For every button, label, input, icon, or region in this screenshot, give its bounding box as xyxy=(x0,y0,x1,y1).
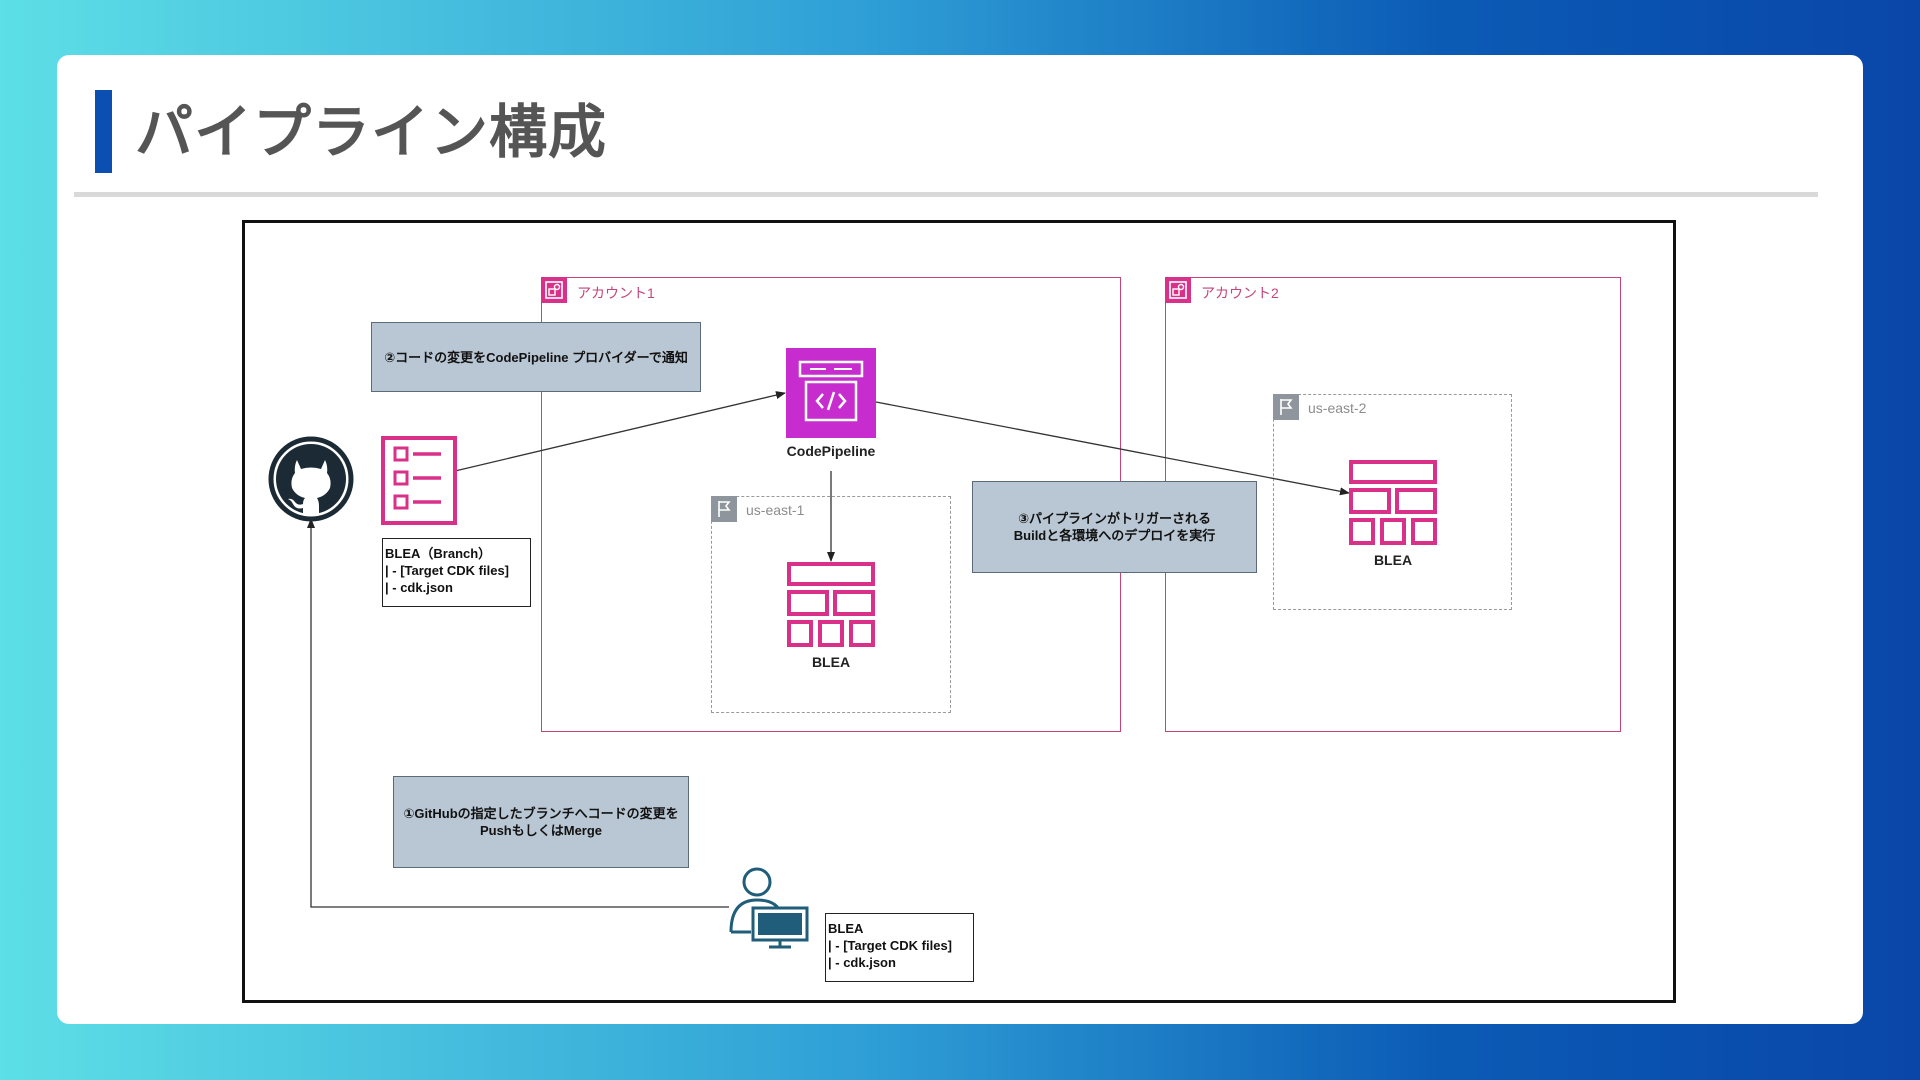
slide-title: パイプライン構成 xyxy=(135,98,608,166)
region-flag-icon xyxy=(711,496,737,522)
region-us-east-1-label: us-east-1 xyxy=(746,502,805,518)
codepipeline-label: CodePipeline xyxy=(786,443,876,459)
github-icon xyxy=(268,436,354,522)
step-1-note: ①GitHubの指定したブランチへコードの変更を PushもしくはMerge xyxy=(393,776,689,868)
developer-icon xyxy=(727,866,809,950)
file-tree-line: | - cdk.json xyxy=(385,580,453,595)
account-2-label: アカウント2 xyxy=(1201,285,1279,301)
arrow-repo-to-codepipeline xyxy=(454,391,786,472)
file-tree-line: | - [Target CDK files] xyxy=(828,938,953,953)
step-1-line1: ①GitHubの指定したブランチへコードの変更を xyxy=(403,806,679,821)
arrow-developer-to-github xyxy=(307,518,729,908)
branch-file-tree: BLEA（Branch） | - [Target CDK files] | - … xyxy=(382,538,531,607)
diagram-frame xyxy=(242,220,1676,1003)
title-divider xyxy=(74,192,1818,197)
account-icon xyxy=(541,277,567,303)
file-tree-line: BLEA（Branch） xyxy=(385,546,492,561)
title-accent-bar xyxy=(95,90,112,173)
step-3-line1: ③パイプラインがトリガーされる xyxy=(1017,511,1211,526)
account-icon xyxy=(1165,277,1191,303)
checklist-icon xyxy=(381,436,457,525)
step-1-line2: PushもしくはMerge xyxy=(479,823,603,838)
blea-stack-icon xyxy=(1348,459,1438,547)
file-tree-line: | - cdk.json xyxy=(828,955,896,970)
step-2-note: ②コードの変更をCodePipeline プロバイダーで通知 xyxy=(371,322,701,392)
file-tree-line: | - [Target CDK files] xyxy=(385,563,510,578)
blea-east2-label: BLEA xyxy=(1373,552,1413,568)
region-us-east-2 xyxy=(1273,394,1512,610)
step-3-note: ③パイプラインがトリガーされる Buildと各環境へのデプロイを実行 xyxy=(972,481,1257,573)
file-tree-line: BLEA xyxy=(828,921,864,936)
blea-stack-icon xyxy=(786,561,876,649)
region-flag-icon xyxy=(1273,394,1299,420)
step-2-text: ②コードの変更をCodePipeline プロバイダーで通知 xyxy=(384,349,688,365)
account-1-label: アカウント1 xyxy=(577,285,655,301)
local-file-tree: BLEA | - [Target CDK files] | - cdk.json xyxy=(825,913,974,982)
codepipeline-icon xyxy=(786,348,876,438)
blea-east1-label: BLEA xyxy=(811,654,851,670)
region-us-east-2-label: us-east-2 xyxy=(1308,400,1367,416)
arrow-codepipeline-to-blea-east2 xyxy=(875,401,1350,496)
step-3-line2: Buildと各環境へのデプロイを実行 xyxy=(1013,528,1216,543)
